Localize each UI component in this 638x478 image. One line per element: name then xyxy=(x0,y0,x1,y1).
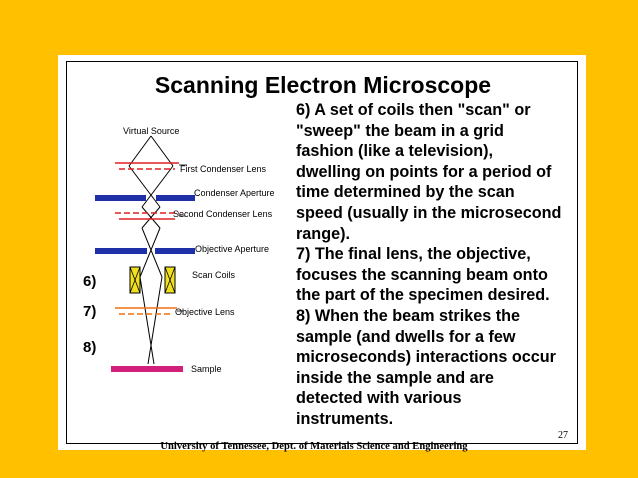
label-objective-lens: Objective Lens xyxy=(175,307,235,317)
sample xyxy=(111,366,183,372)
slide-title: Scanning Electron Microscope xyxy=(154,72,492,98)
body-line: 8) When the beam strikes the xyxy=(296,306,520,325)
body-line: the part of the specimen desired. xyxy=(296,286,550,305)
second-condenser-lens xyxy=(115,212,185,220)
body-line: "sweep" the beam in a grid xyxy=(296,121,504,140)
condenser-aperture xyxy=(95,195,195,201)
body-line: 6) A set of coils then "scan" or xyxy=(296,101,531,119)
label-condenser-aperture: Condenser Aperture xyxy=(194,188,275,198)
body-line: fashion (like a television), xyxy=(296,142,494,161)
body-line: time determined by the scan xyxy=(296,183,515,202)
slide-frame: Scanning Electron Microscope xyxy=(66,61,578,444)
footer-credit: University of Tennessee, Dept. of Materi… xyxy=(160,441,468,452)
body-line: instruments. xyxy=(296,409,394,428)
body-line: range). xyxy=(296,224,350,243)
page-number: 27 xyxy=(558,430,568,441)
body-text: 6) A set of coils then "scan" or "sweep"… xyxy=(296,100,586,430)
slide: Scanning Electron Microscope xyxy=(58,55,586,452)
objective-lens xyxy=(115,307,183,315)
label-sample: Sample xyxy=(191,364,222,374)
step-marker-6: 6) xyxy=(83,273,96,290)
objective-aperture xyxy=(95,248,195,254)
body-line: 7) The final lens, the objective, xyxy=(296,245,531,264)
label-second-condenser-lens: Second Condenser Lens xyxy=(173,209,273,219)
body-line: microseconds) interactions occur xyxy=(296,348,556,367)
body-line: focuses the scanning beam onto xyxy=(296,265,548,284)
step-marker-7: 7) xyxy=(83,303,96,320)
first-condenser-lens xyxy=(115,162,187,170)
body-line: detected with various xyxy=(296,389,462,408)
body-line: sample (and dwells for a few xyxy=(296,327,516,346)
label-virtual-source: Virtual Source xyxy=(123,126,179,136)
step-marker-8: 8) xyxy=(83,339,96,356)
body-line: inside the sample and are xyxy=(296,368,494,387)
label-scan-coils: Scan Coils xyxy=(192,270,236,280)
electron-beam xyxy=(128,135,174,365)
body-line: speed (usually in the microsecond xyxy=(296,203,562,222)
body-line: dwelling on points for a period of xyxy=(296,162,552,181)
label-objective-aperture: Objective Aperture xyxy=(195,244,269,254)
scan-coils xyxy=(129,266,176,294)
label-first-condenser-lens: First Condenser Lens xyxy=(180,164,267,174)
sem-diagram: Virtual Source First Condenser Lens Cond… xyxy=(83,126,275,374)
